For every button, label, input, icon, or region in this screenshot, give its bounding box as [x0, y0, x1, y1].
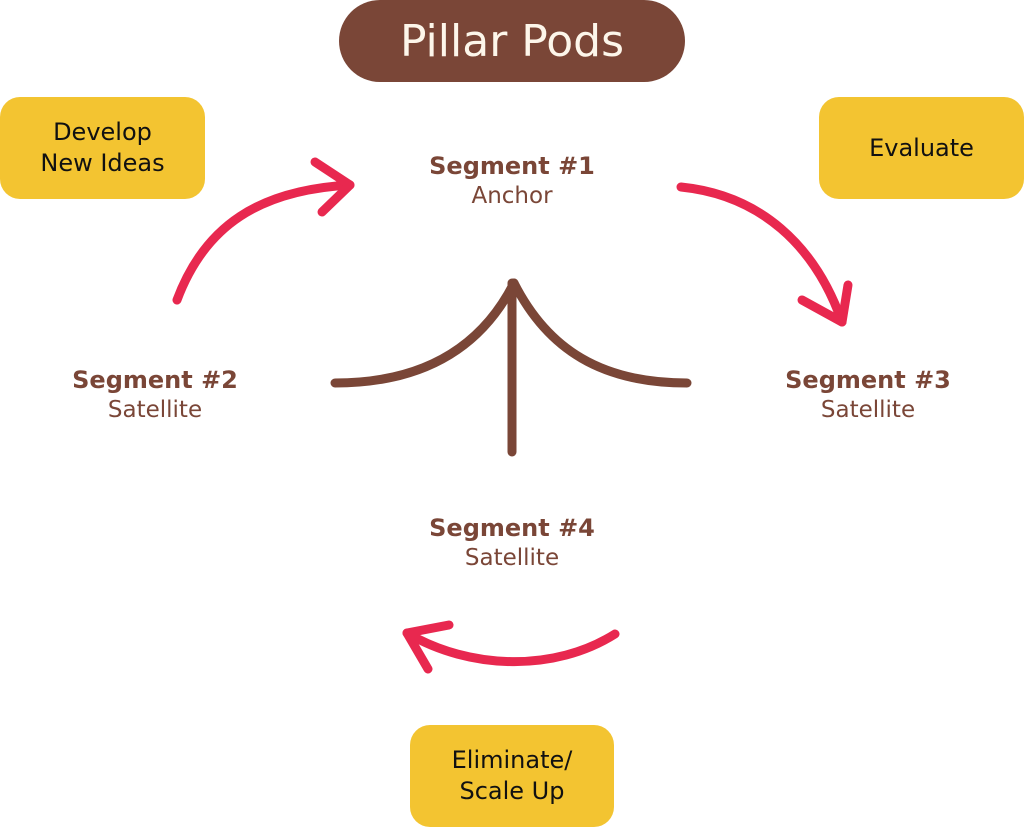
segment-title: Segment #4	[429, 514, 595, 542]
title-pill: Pillar Pods	[339, 0, 685, 82]
segment-3-satellite: Segment #3 Satellite	[768, 365, 968, 425]
segment-role: Satellite	[464, 545, 560, 571]
step-develop-new-ideas: Develop New Ideas	[0, 97, 205, 199]
pillar-right-curve	[509, 278, 692, 388]
step-eliminate-line1: Eliminate/	[451, 746, 573, 774]
segment-title: Segment #1	[429, 152, 595, 180]
step-develop-line2: New Ideas	[40, 149, 165, 177]
step-evaluate-label: Evaluate	[869, 133, 974, 162]
segment-title: Segment #2	[72, 366, 238, 394]
arrow-curved-left-icon	[402, 620, 620, 674]
pillar-tent-icon	[330, 278, 692, 457]
step-eliminate-scale-up: Eliminate/ Scale Up	[410, 725, 614, 827]
segment-role: Satellite	[820, 397, 916, 423]
diagram-title: Pillar Pods	[399, 15, 625, 67]
step-evaluate: Evaluate	[819, 97, 1024, 199]
step-develop-line1: Develop	[53, 118, 152, 146]
segment-role: Anchor	[471, 183, 553, 209]
step-eliminate-line2: Scale Up	[459, 777, 565, 805]
segment-4-satellite: Segment #4 Satellite	[412, 513, 612, 573]
segment-role: Satellite	[107, 397, 203, 423]
pillar-left-curve	[330, 278, 519, 388]
arrow-curved-right-icon	[172, 157, 355, 305]
segment-title: Segment #3	[785, 366, 951, 394]
arrow-curved-down-icon	[676, 182, 853, 327]
segment-2-satellite: Segment #2 Satellite	[55, 365, 255, 425]
segment-1-anchor: Segment #1 Anchor	[412, 151, 612, 211]
